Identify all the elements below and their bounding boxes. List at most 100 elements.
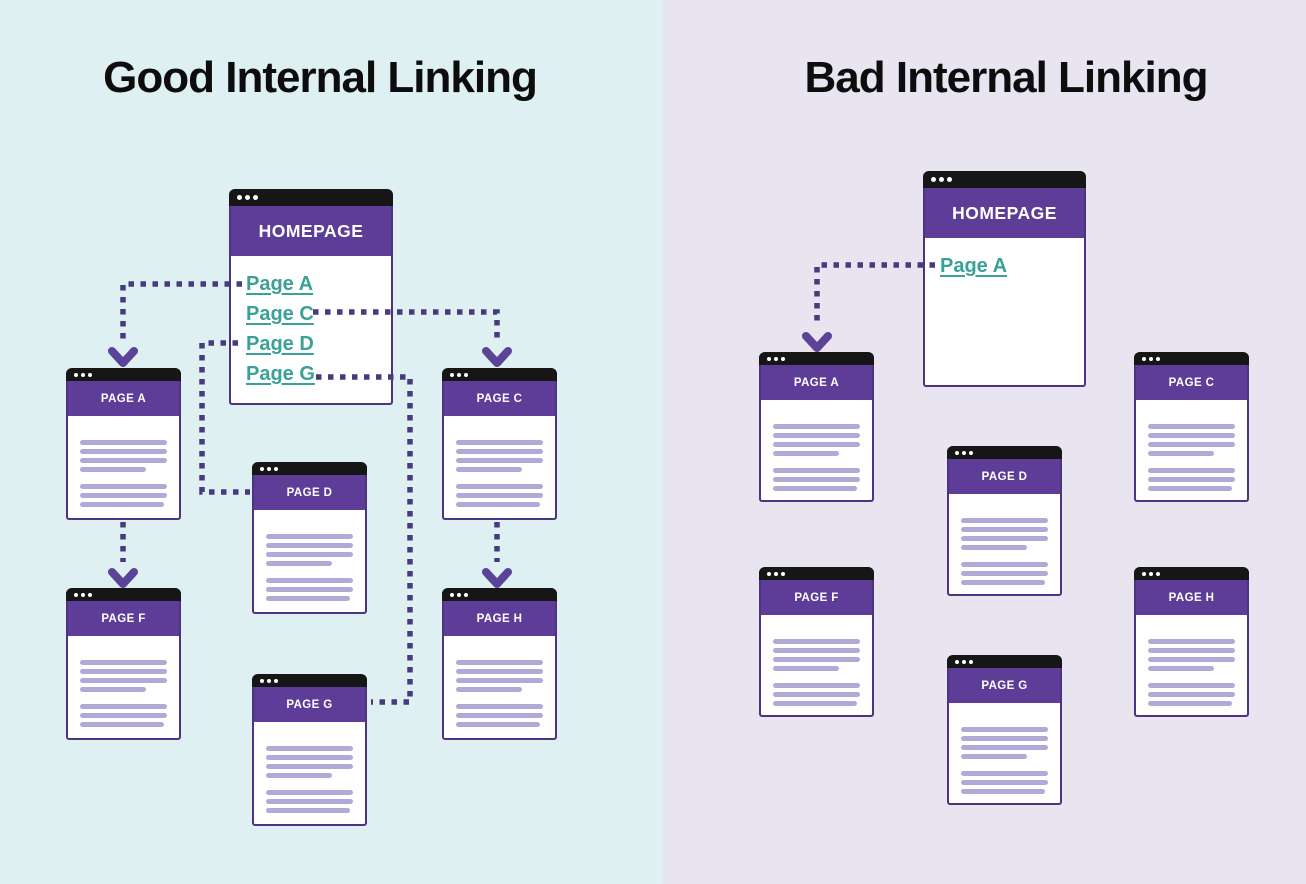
content-line [266,587,353,592]
window-dot [969,450,973,455]
content-line [80,484,167,489]
window-dot [1156,356,1160,361]
page-content [1136,400,1247,491]
content-line-group [80,660,167,692]
window-dot [1142,571,1146,576]
window-dot [1142,356,1146,361]
content-line [1148,424,1235,429]
content-line [80,687,147,692]
window-dot [267,678,271,683]
window-dot [253,195,258,200]
window-dot [931,177,936,182]
window-dot [1149,571,1153,576]
page-label: PAGE A [100,392,147,405]
content-line [456,440,543,445]
page-label: PAGE C [1168,376,1215,389]
content-line [773,701,857,706]
homepage-link-page-a[interactable]: Page A [940,255,1008,277]
content-line [80,704,167,709]
homepage-header: HOMEPAGE [231,206,391,256]
content-line [456,493,543,498]
content-line-group [80,440,167,472]
window-dot [237,195,242,200]
content-line [456,713,543,718]
content-line [80,458,167,463]
content-line [773,657,860,662]
page-content [949,494,1060,585]
page-content [254,722,365,813]
content-line [456,669,543,674]
page-window-bad-f: PAGE F [759,567,874,717]
content-line [456,484,543,489]
content-line-group [456,440,543,472]
page-label: PAGE F [101,612,146,625]
content-line [961,536,1048,541]
window-dot [767,356,771,361]
page-header: PAGE D [254,475,365,510]
content-line [961,518,1048,523]
content-line [961,789,1045,794]
page-window-good-f: PAGE F [66,588,181,740]
bad-title: Bad Internal Linking [804,53,1209,102]
content-line [1148,451,1215,456]
content-line [80,722,164,727]
content-line [80,678,167,683]
content-line [456,449,543,454]
window-dot [260,678,264,683]
homepage-link-page-g[interactable]: Page G [246,363,315,385]
page-header: PAGE C [444,381,555,416]
window-titlebar [947,655,1062,668]
page-header: PAGE A [761,365,872,400]
page-header: PAGE F [68,601,179,636]
homepage-link-page-a[interactable]: Page A [246,273,314,295]
content-line-group [80,484,167,507]
content-line-group [266,790,353,813]
content-line-group [961,727,1048,759]
content-line-group [1148,468,1235,491]
content-line [773,486,857,491]
window-dot [774,571,778,576]
page-label: PAGE G [286,698,333,711]
content-line [961,736,1048,741]
window-dot [464,592,468,597]
page-window-good-g: PAGE G [252,674,367,826]
homepage-link-page-d[interactable]: Page D [246,333,314,355]
window-titlebar [1134,567,1249,580]
page-label: PAGE G [981,679,1028,692]
window-dot [781,356,785,361]
content-line [266,596,350,601]
content-line [1148,657,1235,662]
content-line [456,722,540,727]
window-dot [88,592,92,597]
page-content [444,636,555,727]
window-dot [962,450,966,455]
content-line-group [266,534,353,566]
content-line [773,639,860,644]
content-line [80,449,167,454]
content-line [456,704,543,709]
content-line [456,467,523,472]
page-window-good-a: PAGE A [66,368,181,520]
content-line [266,755,353,760]
content-line-group [773,639,860,671]
page-window-good-d: PAGE D [252,462,367,614]
window-dot [1149,356,1153,361]
homepage-link-page-c[interactable]: Page C [246,303,314,325]
content-line-group [773,468,860,491]
content-line-group [961,562,1048,585]
page-label: PAGE C [476,392,523,405]
window-titlebar [229,189,393,206]
content-line [456,458,543,463]
window-dot [969,659,973,664]
window-dot [274,678,278,683]
window-titlebar [759,352,874,365]
page-window-bad-a: PAGE A [759,352,874,502]
window-dot [947,177,952,182]
window-dot [939,177,944,182]
content-line [266,534,353,539]
window-titlebar [252,462,367,475]
page-content [444,416,555,507]
window-dot [245,195,250,200]
window-dot [774,356,778,361]
window-dot [267,466,271,471]
